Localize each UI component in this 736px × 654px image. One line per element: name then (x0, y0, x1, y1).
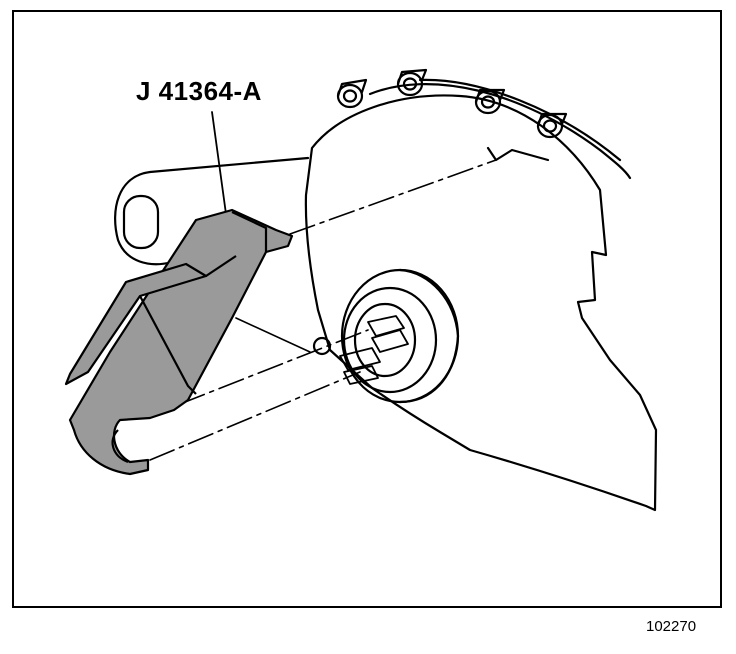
housing-ear (114, 156, 310, 266)
figure-number: 102270 (646, 618, 697, 635)
tool-label: J 41364-A (136, 76, 262, 106)
figure-frame (12, 10, 722, 608)
alignment-lines (149, 159, 497, 461)
housing-outline (304, 94, 658, 512)
tool-leader-line (235, 317, 311, 353)
housing-tab (486, 146, 550, 162)
flange-edge (368, 83, 632, 180)
splined-shaft (339, 315, 409, 385)
ear-slot (122, 194, 160, 250)
tool-body (68, 208, 294, 476)
tool-slide (64, 262, 208, 386)
locating-pin (312, 336, 332, 356)
alignment-tool (64, 208, 294, 476)
label-leader (211, 111, 227, 215)
stud-row (336, 68, 568, 139)
